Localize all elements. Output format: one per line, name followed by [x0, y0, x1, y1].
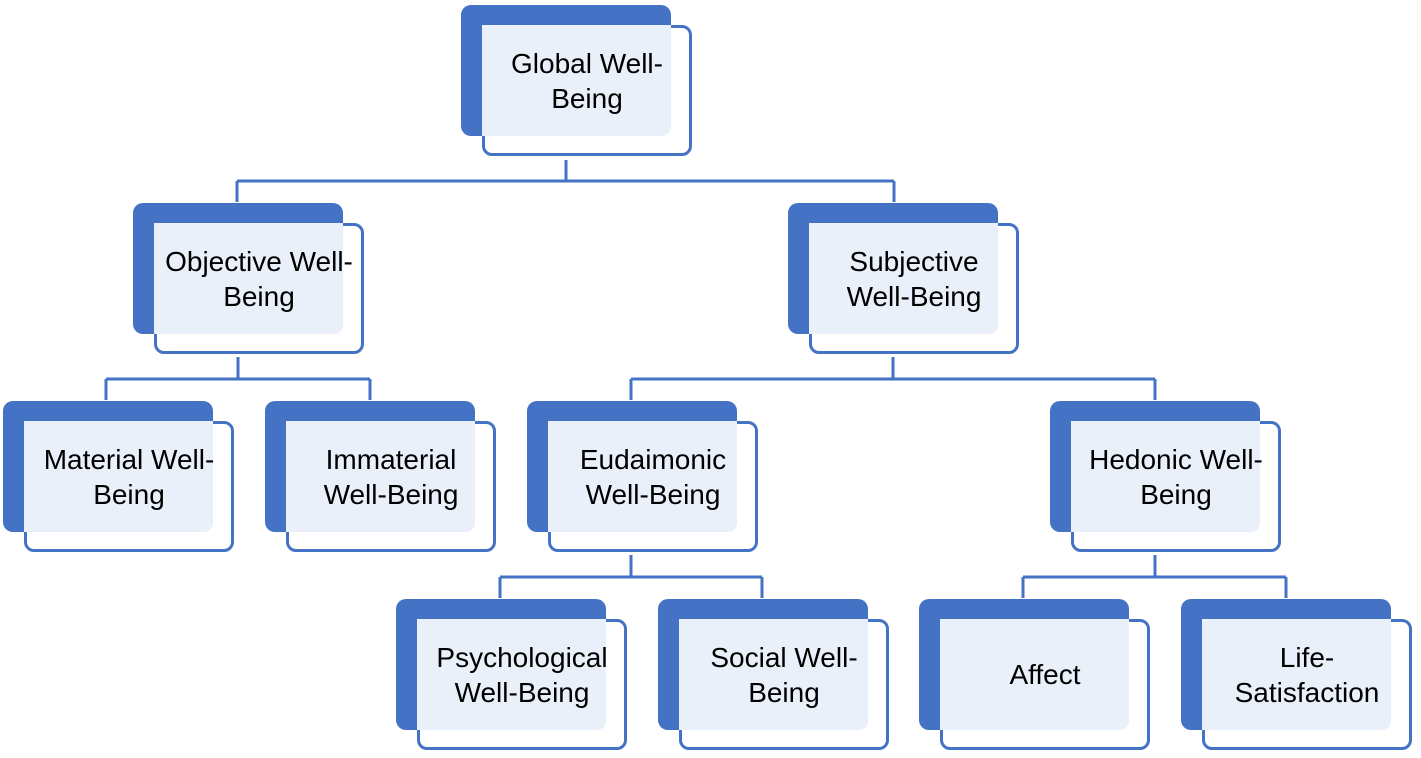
connector-objective-children — [104, 357, 372, 400]
connector-eudaimonic-children — [498, 555, 764, 598]
node-label: Affect — [1009, 659, 1081, 690]
node-label: Psychological Well-Being — [436, 641, 608, 708]
node-label: Global Well-Being — [511, 47, 663, 114]
node-label: Material Well-Being — [43, 443, 215, 510]
node-label: Hedonic Well-Being — [1089, 443, 1263, 510]
node-label: Objective Well-Being — [165, 245, 353, 312]
node-label: Eudaimonic Well-Being — [579, 443, 727, 510]
node-label: Social Well-Being — [710, 641, 858, 708]
node-label: Life-Satisfaction — [1234, 641, 1380, 708]
node-label: Immaterial Well-Being — [323, 443, 459, 510]
connector-hedonic-children — [1021, 555, 1288, 598]
node-label: Subjective Well-Being — [846, 245, 982, 312]
connector-global-children — [235, 160, 896, 202]
connector-subjective-children — [629, 357, 1157, 400]
